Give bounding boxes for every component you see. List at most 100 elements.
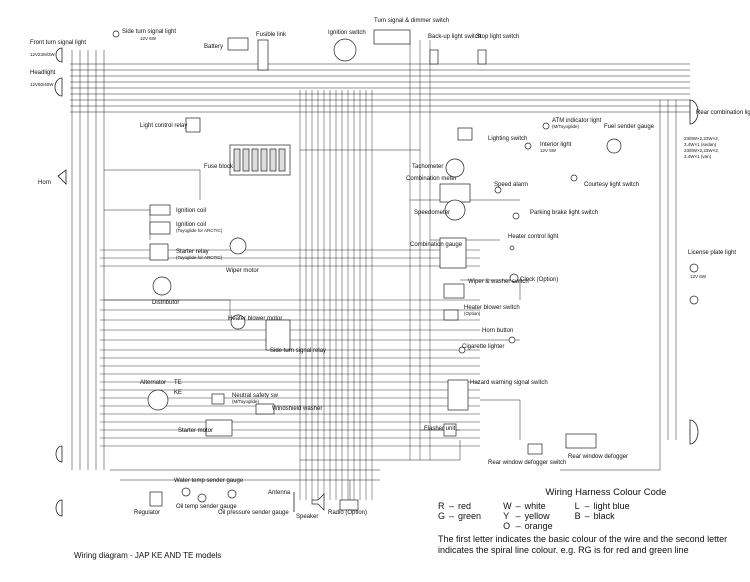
rear-spec-label: 23/8W×2,23W×2,: [684, 148, 719, 153]
ignition-coil-2-icon: [149, 221, 171, 235]
oil-temp-label: Oil temp sender gauge: [176, 504, 237, 510]
speed-alarm-icon: [494, 186, 502, 194]
parking-brake-label: Parking brake light switch: [530, 210, 598, 216]
wire: [104, 209, 151, 240]
legend-cell: green: [458, 511, 482, 521]
windshield-washer-icon: [255, 403, 275, 415]
interior-spec-label: 12V 5W: [540, 148, 557, 153]
starter-motor-icon: [205, 419, 233, 437]
left-lamp-icon: [55, 499, 63, 517]
legend-cell: –: [515, 521, 521, 531]
legend-cell: L: [574, 501, 580, 511]
horn-button-label: Horn button: [482, 328, 513, 334]
rear-combination-lamp-icon: [689, 419, 699, 445]
oil-pressure-sender-icon: [227, 489, 237, 499]
side-turn-relay-icon: [265, 319, 291, 351]
regulator-label: Regulator: [134, 510, 160, 516]
horn-button-icon: [508, 336, 516, 344]
rear-defogger-icon: [565, 433, 597, 449]
headlight-lamp-icon: [54, 77, 63, 97]
ignition-switch-label: Ignition switch: [328, 30, 366, 36]
wiper-motor-icon: [229, 237, 247, 255]
combination-gauge-label: Combination gauge: [410, 242, 463, 248]
rear-defogger-switch-icon: [527, 443, 543, 455]
license-plate-label: License plate light: [688, 250, 736, 256]
rear-defogger-label: Rear window defogger: [568, 454, 628, 460]
legend-cell: –: [449, 501, 455, 511]
oil-pressure-label: Oil pressure sender gauge: [218, 510, 289, 516]
combination-meter-icon: [439, 183, 471, 203]
front-turn-label: Front turn signal light: [30, 40, 86, 46]
radio-icon: [339, 499, 359, 511]
legend-row: O–orange: [438, 521, 634, 531]
interior-light-icon: [524, 142, 532, 150]
ke-label: KE: [174, 390, 182, 396]
wiper-washer-switch-icon: [443, 283, 465, 299]
alternator-label: Alternator: [140, 380, 166, 386]
cigarette-lighter-icon: [458, 346, 466, 354]
light-control-relay-icon: [185, 117, 201, 133]
speedometer-icon: [444, 199, 466, 221]
starter-motor-label: Starter motor: [178, 428, 213, 434]
left-lamp-icon: [55, 445, 63, 463]
headlight-label: Headlight: [30, 70, 56, 76]
side-turn-relay-label: Side turn signal relay: [270, 348, 326, 354]
legend-cell: B: [574, 511, 581, 521]
wiper-motor-label: Wiper motor: [226, 268, 259, 274]
fusible-link-icon: [257, 39, 269, 71]
water-temp-label: Water temp sender gauge: [174, 478, 244, 484]
diagram-caption: Wiring diagram - JAP KE AND TE models: [74, 551, 222, 560]
fuse-icon: [233, 148, 241, 172]
heater-control-lamp-icon: [509, 245, 515, 251]
atm-indicator-icon: [542, 122, 550, 130]
legend-cell: black: [593, 511, 615, 521]
fusible-link-label: Fusible link: [256, 32, 287, 38]
ignition-coil-label: Ignition coil: [176, 208, 206, 214]
flasher-unit-icon: [443, 423, 457, 437]
wire: [104, 299, 231, 320]
ignition-coil-icon: [149, 204, 171, 216]
neutral-safety-sub-label: (M/Toyoglide): [232, 399, 260, 404]
legend-cell: –: [515, 511, 521, 521]
rear-spec-label: 3.4W×1 (sedan): [684, 142, 717, 147]
wire: [104, 169, 201, 200]
tachometer-label: Tachometer: [412, 164, 443, 170]
neutral-safety-switch-icon: [211, 393, 225, 405]
heater-blower-icon: [230, 314, 246, 330]
light-control-relay-label: Light control relay: [140, 123, 187, 129]
battery-label: Battery: [204, 44, 223, 50]
flasher-label: Flasher unit: [424, 426, 456, 432]
speaker-icon: [311, 493, 325, 511]
rear-defogger-switch-label: Rear window defogger switch: [488, 460, 566, 466]
antenna-label: Antenna: [268, 490, 291, 496]
legend-cell: –: [584, 511, 590, 521]
front-turn-spec-label: 12V23/8/3W: [30, 52, 56, 57]
legend-cell: [594, 521, 634, 531]
legend-cell: W: [503, 501, 512, 511]
legend-note: The first letter indicates the basic col…: [438, 534, 728, 555]
wire: [480, 399, 521, 440]
windshield-washer-label: Windshield washer: [272, 406, 322, 412]
combination-meter-label: Combination meter: [406, 176, 457, 182]
fuse-icon: [269, 148, 277, 172]
oil-temp-sender-icon: [197, 493, 207, 503]
side-turn-lamp-icon: [112, 30, 120, 38]
regulator-icon: [149, 491, 163, 507]
legend-cell: red: [458, 501, 472, 511]
starter-relay-sub-label: (Toyoglide for ARCTIC): [176, 255, 223, 260]
atm-indicator-sub-label: (M/Toyoglide): [552, 124, 580, 129]
heater-control-label: Heater control light: [508, 234, 559, 240]
fuse-block-label: Fuse block: [204, 164, 234, 170]
side-turn-label: Side turn signal light: [122, 29, 176, 35]
heater-blower-label: Heater blower motor: [228, 316, 282, 322]
legend-cell: [449, 521, 458, 531]
lighting-switch-label: Lighting switch: [488, 136, 527, 142]
hazard-switch-icon: [447, 379, 469, 411]
ignition-coil2-sub-label: (Toyoglide for ARCTIC): [176, 228, 223, 233]
legend-cell: G: [438, 511, 446, 521]
legend-cell: white: [524, 501, 546, 511]
courtesy-switch-icon: [570, 174, 578, 182]
lighting-switch-icon: [457, 127, 473, 141]
